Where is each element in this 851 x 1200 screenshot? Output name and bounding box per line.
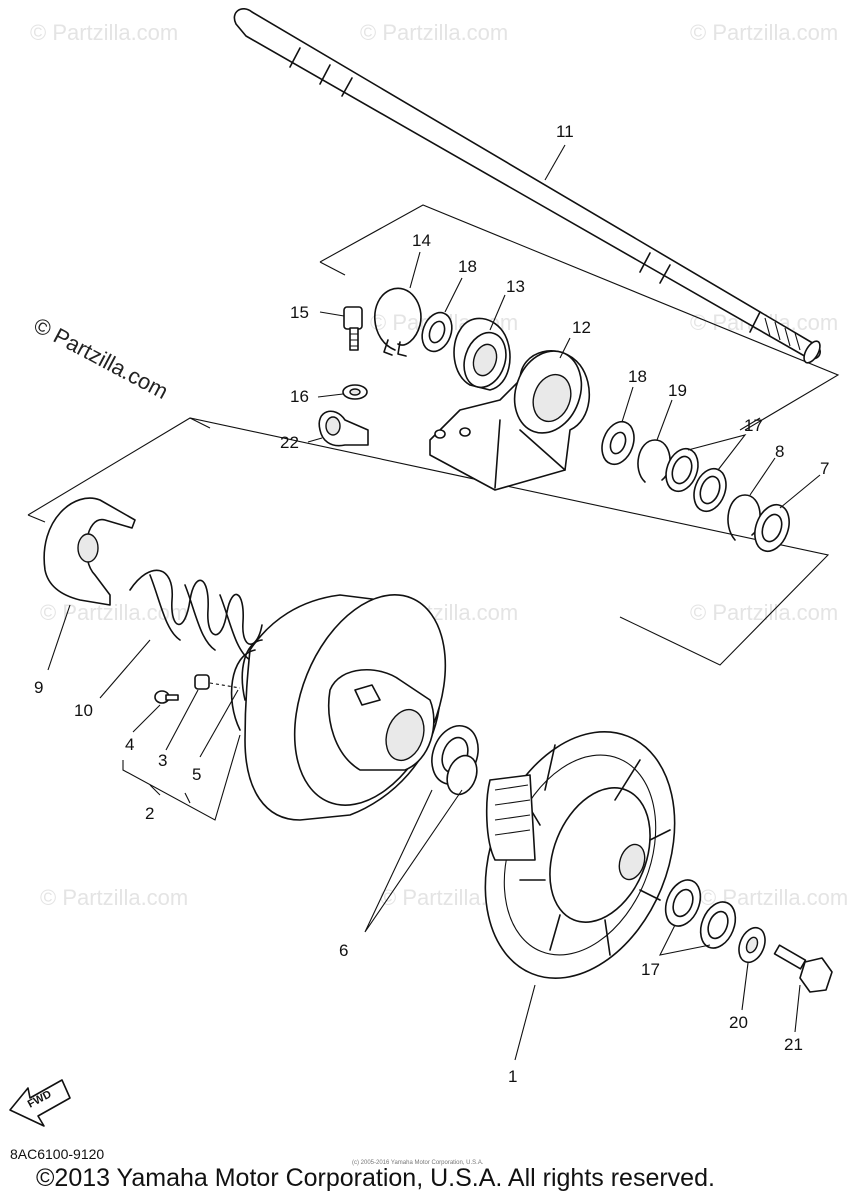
part-21-bolt xyxy=(773,944,833,993)
callout-14: 14 xyxy=(412,231,431,250)
leader-7 xyxy=(779,474,821,509)
part-11-secondary-shaft xyxy=(233,8,821,364)
leader-21 xyxy=(794,984,801,1033)
part-17-shim-b xyxy=(693,467,727,513)
part-15-bolt xyxy=(343,306,363,351)
leader-17 xyxy=(687,434,747,471)
dashed-guide xyxy=(209,682,241,689)
callout-6: 6 xyxy=(339,941,348,960)
part-16-nut xyxy=(342,384,368,400)
part-13-bearing xyxy=(453,317,511,391)
part-7-washer xyxy=(754,503,790,553)
watermark: © Partzilla.com xyxy=(40,885,188,910)
diagram-code: 8AC6100-9120 xyxy=(10,1146,105,1162)
watermark: © Partzilla.com xyxy=(360,20,508,45)
part-3-slider xyxy=(194,674,210,690)
part-4-screw xyxy=(154,690,179,704)
watermark: © Partzilla.com xyxy=(690,600,838,625)
group-frame-upper xyxy=(319,204,840,431)
tiny-notice: (c) 2005-2016 Yamaha Motor Corporation, … xyxy=(352,1160,484,1166)
leader-4 xyxy=(132,704,161,733)
part-17-shim-lower-b xyxy=(699,901,737,949)
callout-10: 10 xyxy=(74,701,93,720)
leader-22 xyxy=(307,437,323,443)
part-12-bearing-housing xyxy=(429,350,591,491)
leader-6 xyxy=(364,789,463,933)
callout-21: 21 xyxy=(784,1035,803,1054)
callout-9: 9 xyxy=(34,678,43,697)
part-18-washer-upper xyxy=(421,311,453,353)
copyright-notice: ©2013 Yamaha Motor Corporation, U.S.A. A… xyxy=(36,1164,715,1192)
watermark-dark: © Partzilla.com xyxy=(30,312,173,404)
part-20-washer xyxy=(738,926,766,964)
part-18-washer-right xyxy=(601,420,635,466)
leader-12 xyxy=(559,337,571,359)
leader-20 xyxy=(741,962,749,1011)
callout-20: 20 xyxy=(729,1013,748,1032)
leader-1 xyxy=(514,984,536,1061)
callout-3: 3 xyxy=(158,751,167,770)
leader-16 xyxy=(317,393,344,398)
callout-22: 22 xyxy=(280,433,299,452)
leader-3 xyxy=(165,689,199,751)
watermark: © Partzilla.com xyxy=(30,20,178,45)
part-1-fixed-sheave xyxy=(484,731,676,979)
callout-5: 5 xyxy=(192,765,201,784)
callout-18b: 18 xyxy=(628,367,647,386)
leader-15 xyxy=(319,311,345,317)
leader-17-lower xyxy=(659,924,711,956)
callout-15: 15 xyxy=(290,303,309,322)
callout-16: 16 xyxy=(290,387,309,406)
part-9-cam xyxy=(43,497,136,606)
fwd-arrow-icon: FWD xyxy=(9,1079,71,1127)
callout-1: 1 xyxy=(508,1067,517,1086)
callout-17-lower: 17 xyxy=(641,960,660,979)
callout-11: 11 xyxy=(556,122,574,141)
leader-11 xyxy=(544,144,566,181)
part-14-circlip xyxy=(374,287,422,357)
part-6-bushing xyxy=(431,725,479,796)
leader-9 xyxy=(47,604,71,671)
callout-13: 13 xyxy=(506,277,525,296)
part-17-shim-a xyxy=(665,447,699,493)
leader-19 xyxy=(656,399,673,441)
watermark: © Partzilla.com xyxy=(690,20,838,45)
part-17-shim-lower-a xyxy=(664,879,702,927)
callout-2: 2 xyxy=(145,804,154,823)
leader-8 xyxy=(749,457,776,496)
leader-10 xyxy=(99,639,151,699)
bracket-2 xyxy=(122,734,241,821)
callout-19: 19 xyxy=(668,381,687,400)
part-22-clamp xyxy=(318,410,369,447)
group-frame-lower xyxy=(27,417,830,666)
callout-7: 7 xyxy=(820,459,829,478)
leader-18 xyxy=(444,277,463,313)
callout-4: 4 xyxy=(125,735,134,754)
callout-12: 12 xyxy=(572,318,591,337)
leader-5 xyxy=(199,689,239,758)
leader-14 xyxy=(409,251,421,289)
callout-18: 18 xyxy=(458,257,477,276)
callout-17: 17 xyxy=(744,416,763,435)
callout-8: 8 xyxy=(775,442,784,461)
leader-18b xyxy=(621,386,634,423)
leader-13 xyxy=(489,294,506,331)
part-2-movable-sheave xyxy=(230,594,447,821)
